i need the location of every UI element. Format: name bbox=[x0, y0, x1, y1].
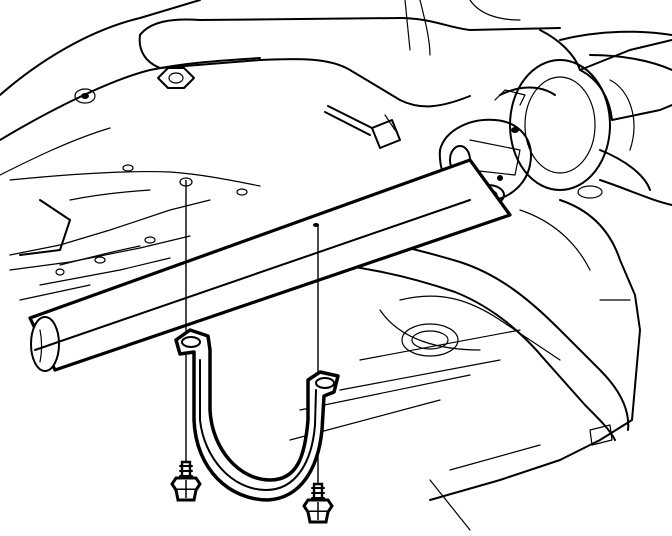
bolt-right bbox=[302, 482, 334, 524]
brake-line-clip bbox=[324, 105, 401, 149]
support-strap bbox=[174, 328, 340, 502]
bolt-left bbox=[170, 460, 202, 502]
crossmember-bolt bbox=[157, 67, 195, 89]
propeller-shaft bbox=[28, 158, 512, 372]
rear-axle-housing bbox=[438, 29, 672, 206]
